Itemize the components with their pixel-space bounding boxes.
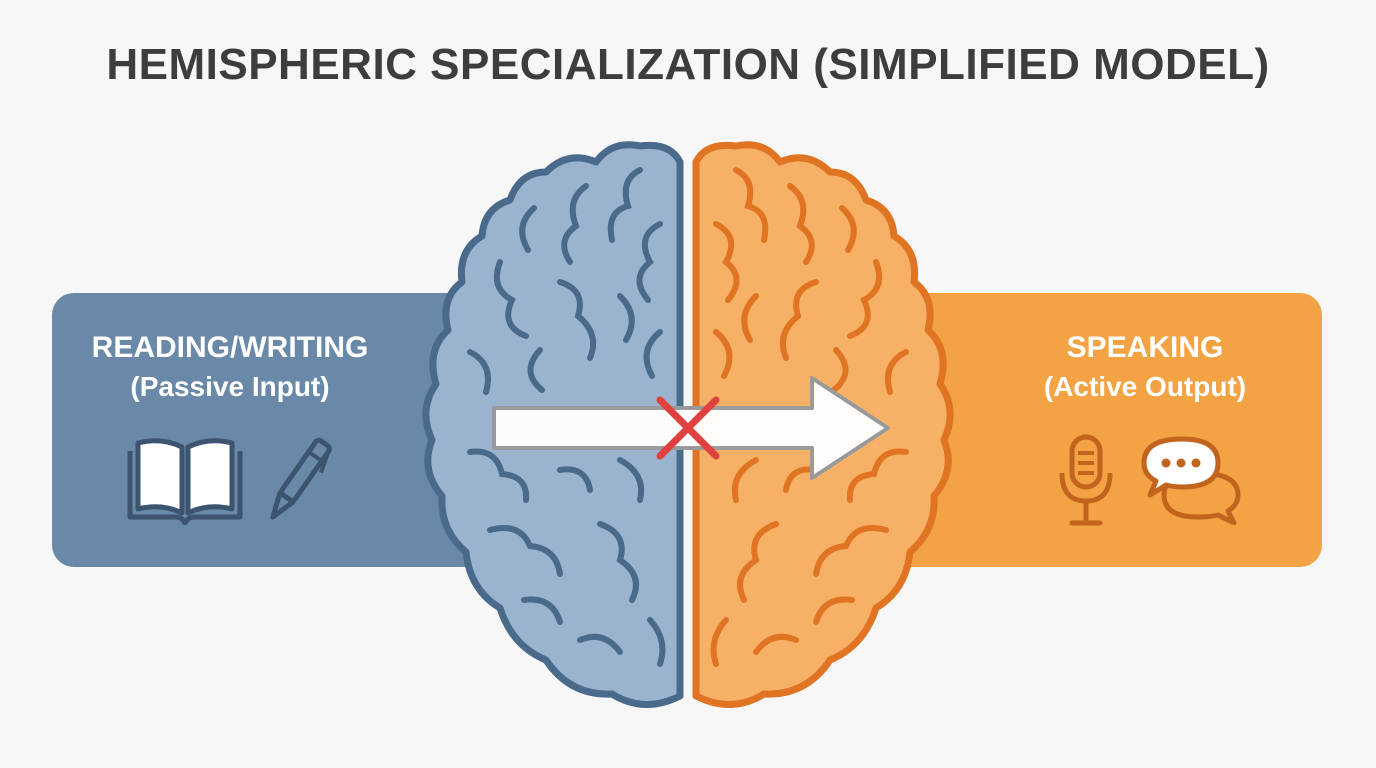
blocked-x-icon <box>656 396 720 460</box>
pen-icon <box>270 437 332 520</box>
microphone-icon <box>1059 434 1113 526</box>
speech-bubbles-icon <box>1141 436 1241 525</box>
open-book-icon <box>127 438 243 525</box>
diagram-title: HEMISPHERIC SPECIALIZATION (SIMPLIFIED M… <box>106 40 1270 89</box>
active-output-label: (Active Output) <box>1043 371 1247 402</box>
speaking-heading: SPEAKING <box>1066 331 1224 364</box>
passive-input-label: (Passive Input) <box>130 371 330 402</box>
reading-writing-heading: READING/WRITING <box>91 331 369 364</box>
